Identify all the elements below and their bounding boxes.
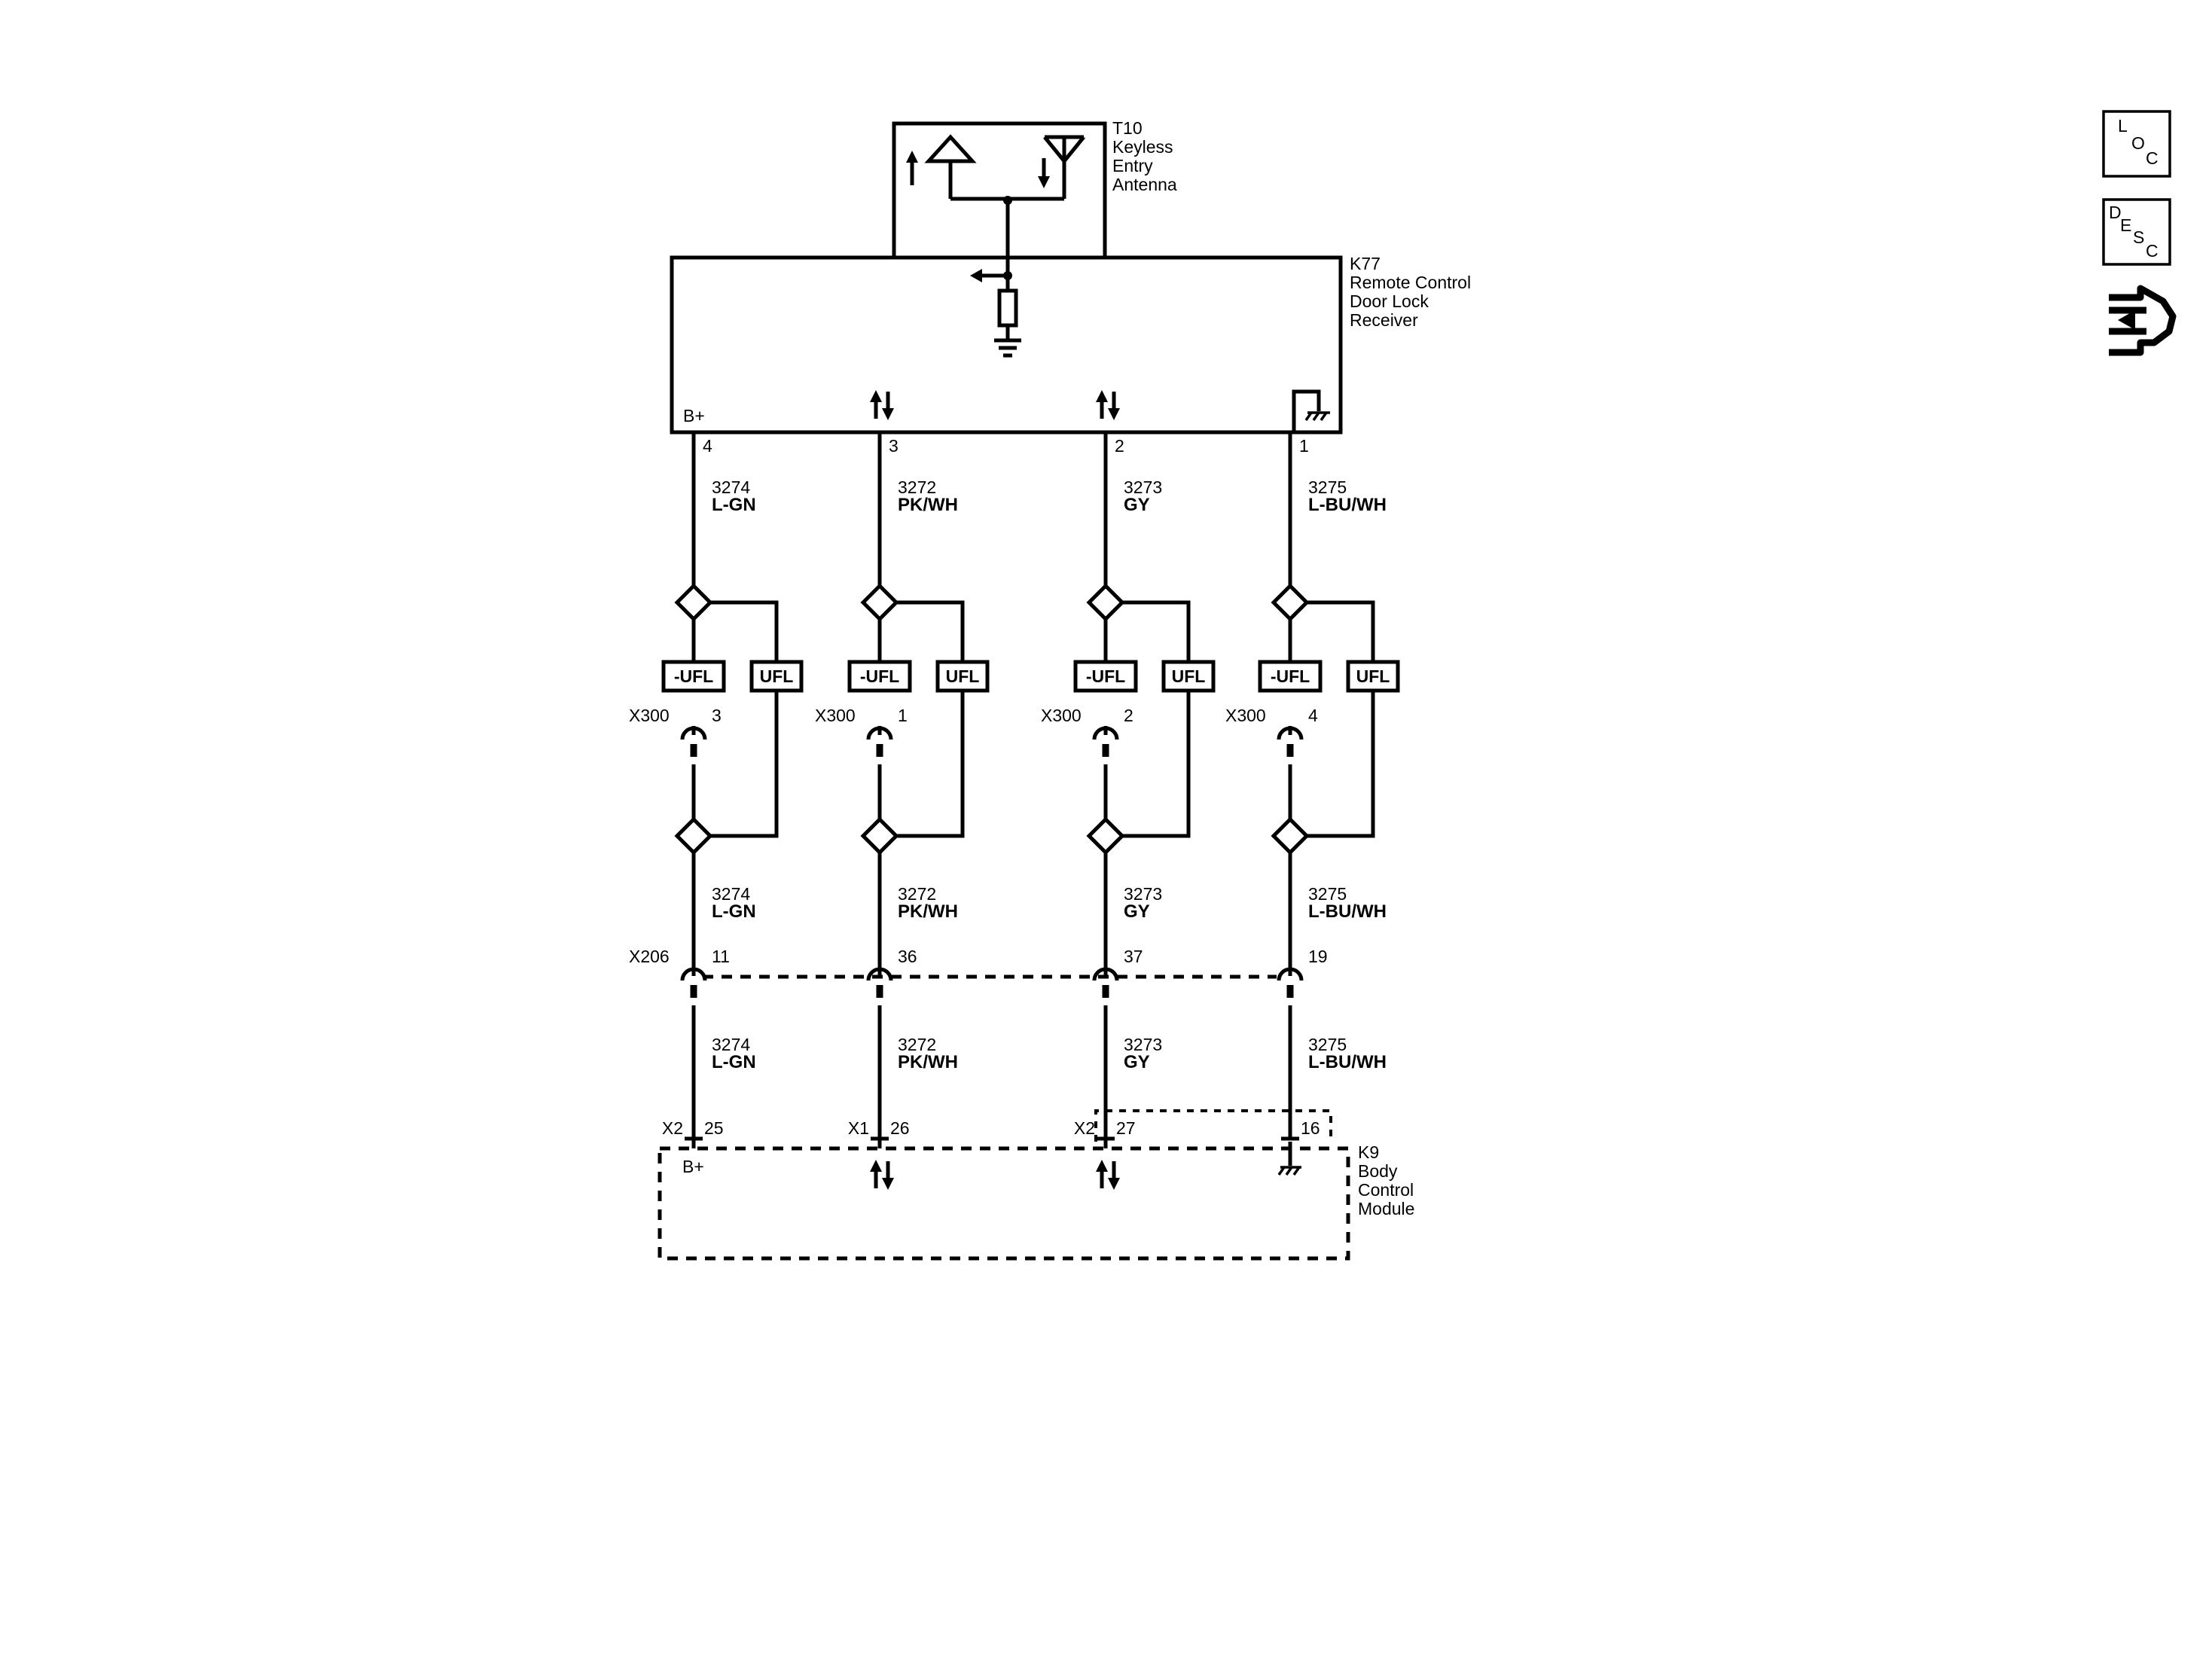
antenna-t10 bbox=[892, 121, 1107, 277]
x300-label: X300 bbox=[629, 706, 670, 725]
bcm-connector-label: X2 bbox=[662, 1118, 683, 1138]
circuit-number: 3272 bbox=[898, 477, 936, 497]
bcm-k9 bbox=[657, 1109, 1350, 1261]
bcm-pin: 16 bbox=[1301, 1118, 1320, 1138]
bcm-name-1: Body bbox=[1358, 1161, 1398, 1181]
x206-pin: 37 bbox=[1124, 947, 1143, 966]
x300-label: X300 bbox=[815, 706, 856, 725]
circuit-number: 3272 bbox=[898, 884, 936, 904]
option-with-ufl: UFL bbox=[946, 666, 980, 686]
wire-color: L-BU/WH bbox=[1308, 1052, 1387, 1072]
svg-text:L: L bbox=[2118, 116, 2128, 136]
x300-pin: 1 bbox=[898, 706, 908, 725]
receiver-power-label: B+ bbox=[683, 406, 705, 425]
bcm-pin: 25 bbox=[704, 1118, 724, 1138]
receiver-name-2: Door Lock bbox=[1350, 291, 1429, 311]
receiver-pin: 1 bbox=[1299, 436, 1309, 456]
svg-text:C: C bbox=[2146, 148, 2159, 168]
option-with-ufl: UFL bbox=[1356, 666, 1390, 686]
bcm-name-3: Module bbox=[1358, 1199, 1414, 1218]
circuit-number: 3275 bbox=[1308, 1035, 1347, 1054]
antenna-name-3: Antenna bbox=[1112, 175, 1177, 194]
x300-label: X300 bbox=[1041, 706, 1082, 725]
circuit-number: 3274 bbox=[712, 477, 750, 497]
x206-pin: 19 bbox=[1308, 947, 1328, 966]
circuit-number: 3273 bbox=[1124, 477, 1162, 497]
wire-color: PK/WH bbox=[898, 901, 958, 922]
circuit-number: 3274 bbox=[712, 1035, 750, 1054]
wire-color: L-GN bbox=[712, 495, 756, 515]
circuit-number: 3275 bbox=[1308, 477, 1347, 497]
option-with-ufl: UFL bbox=[1172, 666, 1206, 686]
receiver-name-3: Receiver bbox=[1350, 310, 1418, 330]
bcm-connector-label: X1 bbox=[848, 1118, 869, 1138]
x300-pin: 4 bbox=[1308, 706, 1318, 725]
wire-color: GY bbox=[1124, 495, 1150, 515]
svg-text:S: S bbox=[2133, 227, 2144, 247]
wire-color: PK/WH bbox=[898, 495, 958, 515]
circuit-number: 3272 bbox=[898, 1035, 936, 1054]
wire-color: L-BU/WH bbox=[1308, 901, 1387, 922]
circuit-number: 3275 bbox=[1308, 884, 1347, 904]
bcm-pin: 26 bbox=[890, 1118, 910, 1138]
antenna-name-2: Entry bbox=[1112, 156, 1153, 175]
wire-color: PK/WH bbox=[898, 1052, 958, 1072]
circuit-number: 3274 bbox=[712, 884, 750, 904]
receiver-pin: 3 bbox=[889, 436, 899, 456]
receiver-id: K77 bbox=[1350, 254, 1381, 273]
svg-text:C: C bbox=[2146, 241, 2159, 261]
bcm-connector-label: X2 bbox=[1074, 1118, 1095, 1138]
antenna-name-1: Keyless bbox=[1112, 137, 1173, 157]
receiver-k77 bbox=[670, 255, 1343, 435]
loc-button[interactable]: L O C bbox=[2102, 110, 2171, 178]
option-with-ufl: UFL bbox=[760, 666, 794, 686]
option-without-ufl: -UFL bbox=[1086, 666, 1125, 686]
bcm-power-label: B+ bbox=[682, 1157, 704, 1176]
receiver-pin: 4 bbox=[703, 436, 712, 456]
connector-plug-icon[interactable] bbox=[2109, 285, 2177, 356]
bcm-data-arrow-2 bbox=[1096, 1160, 1120, 1190]
desc-button[interactable]: D E S C bbox=[2102, 198, 2171, 266]
x206-label: X206 bbox=[629, 947, 670, 966]
bcm-id: K9 bbox=[1358, 1142, 1379, 1162]
circuit-number: 3273 bbox=[1124, 1035, 1162, 1054]
circuit-number: 3273 bbox=[1124, 884, 1162, 904]
receiver-pin: 2 bbox=[1115, 436, 1124, 456]
wire-color: GY bbox=[1124, 901, 1150, 922]
receiver-data-arrow-1 bbox=[870, 390, 894, 420]
receiver-data-arrow-2 bbox=[1096, 390, 1120, 420]
bcm-pin: 27 bbox=[1116, 1118, 1136, 1138]
wire-color: L-GN bbox=[712, 1052, 756, 1072]
bcm-data-arrow-1 bbox=[870, 1160, 894, 1190]
x300-label: X300 bbox=[1225, 706, 1266, 725]
bcm-name-2: Control bbox=[1358, 1180, 1414, 1200]
svg-text:D: D bbox=[2109, 203, 2122, 222]
option-without-ufl: -UFL bbox=[674, 666, 713, 686]
wire-color: L-BU/WH bbox=[1308, 495, 1387, 515]
option-without-ufl: -UFL bbox=[1271, 666, 1310, 686]
x300-pin: 3 bbox=[712, 706, 722, 725]
wire-color: L-GN bbox=[712, 901, 756, 922]
x206-pin: 36 bbox=[898, 947, 917, 966]
x206-pin: 11 bbox=[712, 947, 730, 966]
receiver-name-1: Remote Control bbox=[1350, 273, 1471, 292]
svg-text:E: E bbox=[2120, 215, 2131, 235]
svg-text:O: O bbox=[2131, 133, 2145, 153]
antenna-id: T10 bbox=[1112, 118, 1143, 138]
wire-color: GY bbox=[1124, 1052, 1150, 1072]
option-without-ufl: -UFL bbox=[860, 666, 899, 686]
x300-pin: 2 bbox=[1124, 706, 1133, 725]
